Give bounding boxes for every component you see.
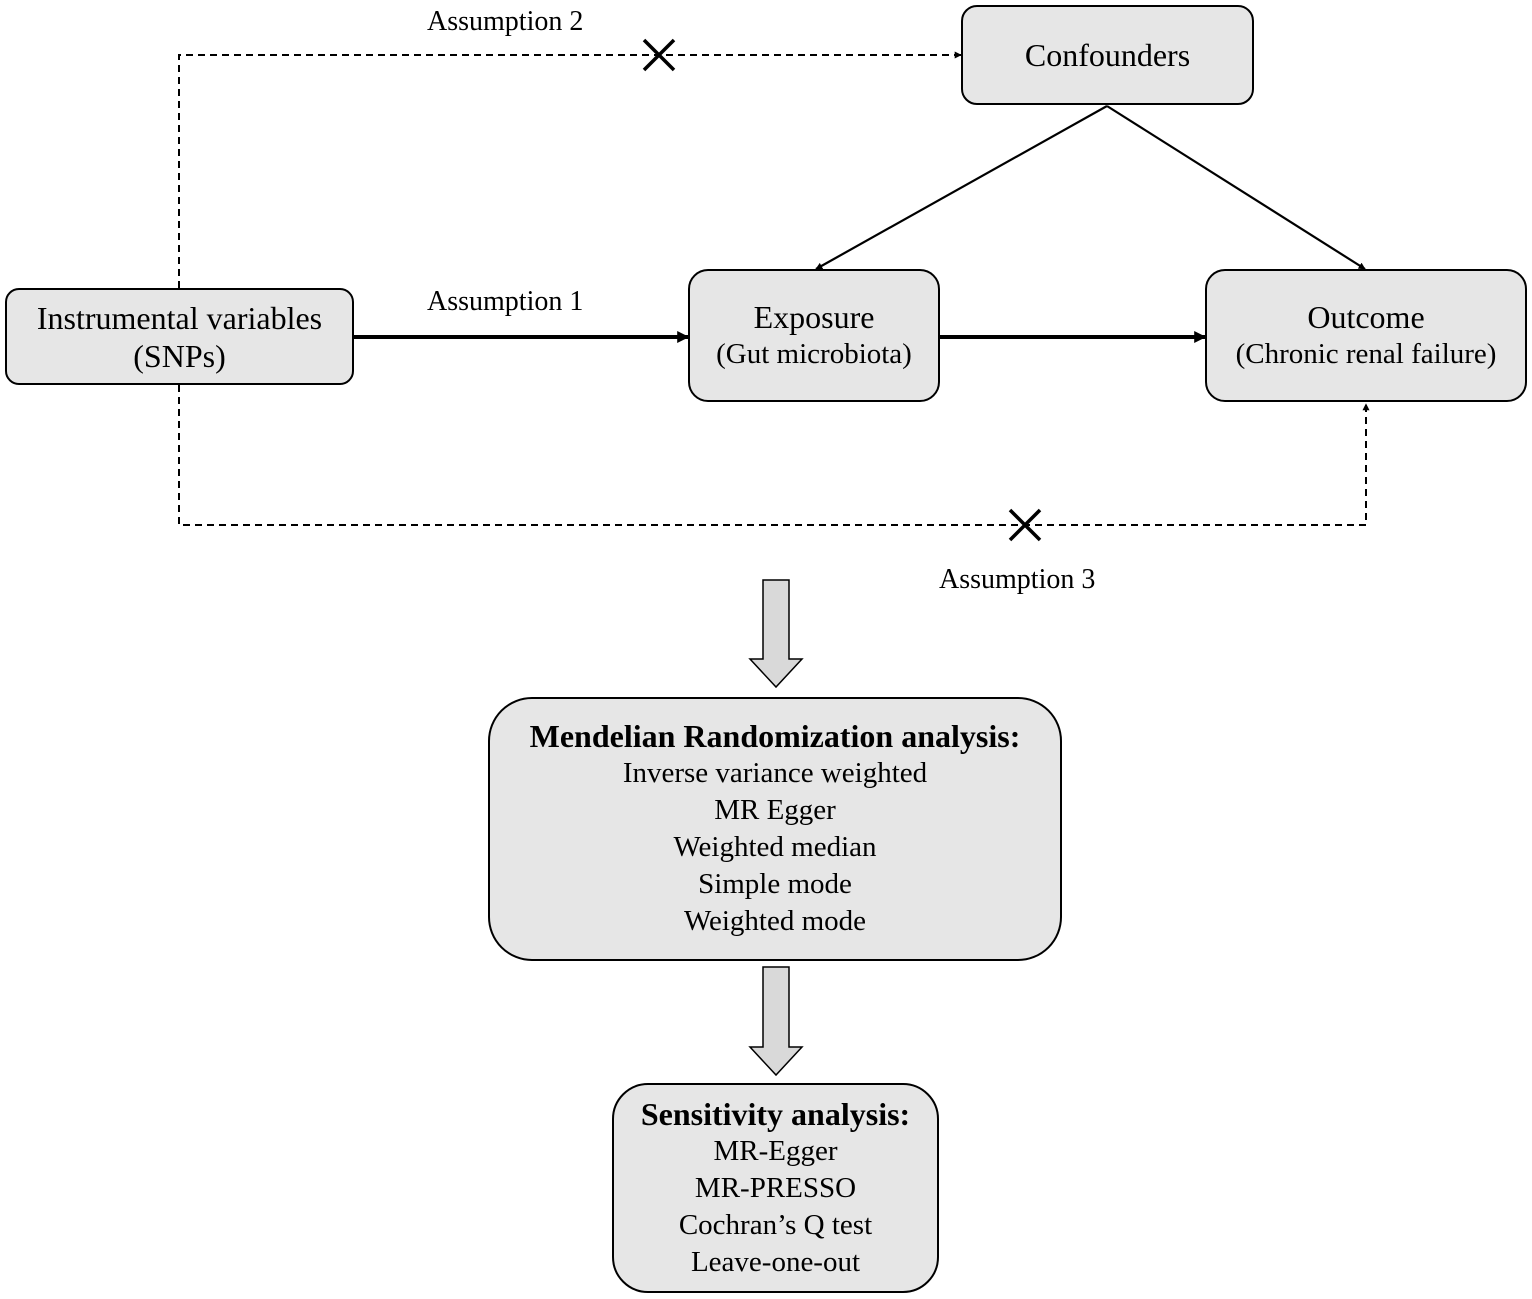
sensitivity-analysis-box: Sensitivity analysis: MR-Egger MR-PRESSO… [612,1083,939,1293]
block-arrow-down-1 [748,579,804,689]
sensitivity-method-item: MR-Egger [713,1134,838,1167]
sensitivity-method-item: Cochran’s Q test [678,1208,873,1241]
assumption2-label: Assumption 2 [427,6,584,37]
assumption3-label: Assumption 3 [939,564,1096,595]
outcome-subtitle: (Chronic renal failure) [1235,338,1497,370]
mr-method-item: Weighted mode [683,905,867,937]
mr-analysis-heading: Mendelian Randomization analysis: [529,718,1021,754]
assumption3-dashed-path [178,385,1370,526]
confounders-outcome-arrow [1106,105,1366,270]
assumption2-dashed-path [178,51,962,288]
mr-method-item: MR Egger [714,794,836,826]
confounders-box: Confounders [961,5,1254,105]
confounders-exposure-arrow [815,105,1108,270]
exposure-box: Exposure (Gut microbiota) [688,269,940,402]
outcome-box: Outcome (Chronic renal failure) [1205,269,1527,402]
mr-method-item: Inverse variance weighted [622,757,928,789]
mr-method-item: Simple mode [698,868,852,900]
sensitivity-method-item: MR-PRESSO [694,1171,857,1204]
instrumental-variables-box: Instrumental variables (SNPs) [5,288,354,385]
sensitivity-heading: Sensitivity analysis: [640,1095,911,1132]
assumption1-label: Assumption 1 [427,286,584,317]
block-arrow-down-2 [748,966,804,1077]
mr-analysis-box: Mendelian Randomization analysis: Invers… [488,697,1062,961]
outcome-title: Outcome [1307,299,1425,335]
exposure-title: Exposure [753,299,875,335]
assumption2-cross-icon [642,38,676,72]
instrumental-variables-subtitle: (SNPs) [133,337,226,374]
sensitivity-method-item: Leave-one-out [690,1245,861,1278]
mr-method-item: Weighted median [673,831,877,863]
assumption3-cross-icon [1008,508,1042,542]
confounders-title: Confounders [1024,37,1191,73]
exposure-subtitle: (Gut microbiota) [716,338,912,370]
instrumental-variables-title: Instrumental variables [36,299,323,336]
